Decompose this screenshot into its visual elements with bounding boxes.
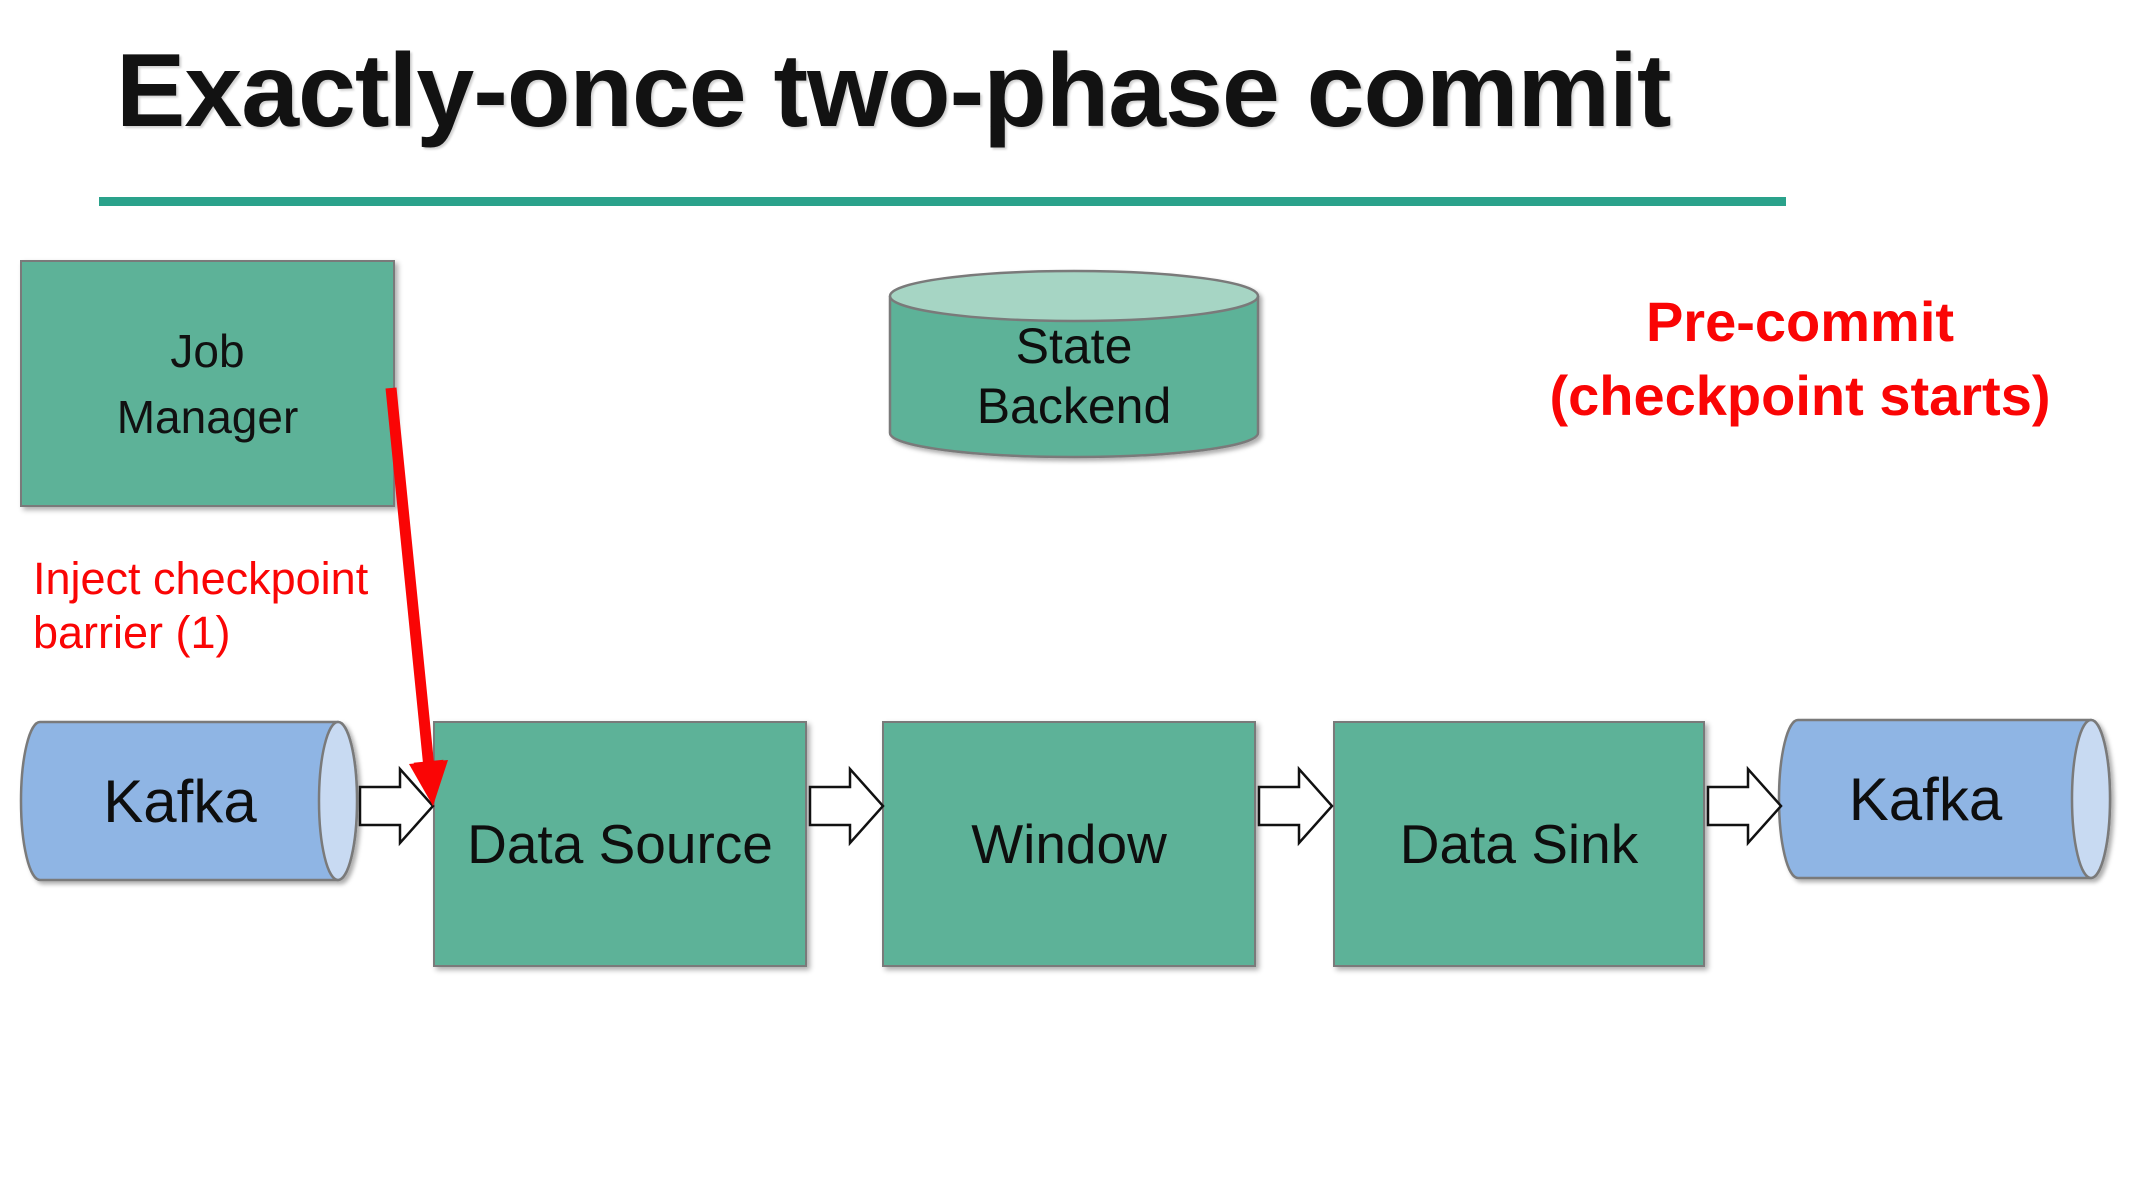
inject-annotation-line2: barrier (1) — [33, 607, 231, 658]
state-backend-label-line1: State — [1015, 318, 1133, 374]
job-manager-label: Job Manager — [117, 318, 299, 450]
slide-title: Exactly-once two-phase commit — [116, 33, 1672, 149]
data-source-label: Data Source — [467, 813, 773, 875]
job-manager-node: Job Manager — [20, 260, 395, 507]
data-source-node: Data Source — [433, 721, 807, 967]
inject-annotation: Inject checkpoint barrier (1) — [33, 552, 513, 660]
state-backend-label-line2: Backend — [976, 378, 1172, 434]
window-label: Window — [971, 813, 1167, 875]
job-manager-label-line2: Manager — [116, 390, 299, 443]
data-sink-label: Data Sink — [1399, 813, 1639, 875]
phase-annotation-line1: Pre-commit — [1645, 290, 1955, 353]
kafka-in-label-text: Kafka — [103, 767, 257, 835]
title-underline — [99, 197, 1786, 206]
kafka-in-label: Kafka — [21, 722, 339, 880]
kafka-out-label: Kafka — [1779, 720, 2072, 878]
window-node: Window — [882, 721, 1256, 967]
flow-arrow-icon — [808, 765, 885, 847]
phase-annotation: Pre-commit (checkpoint starts) — [1440, 285, 2146, 433]
phase-annotation-line2: (checkpoint starts) — [1549, 364, 2051, 427]
kafka-out-label-text: Kafka — [1848, 765, 2003, 833]
flow-arrow-icon — [1257, 765, 1334, 847]
state-backend-label: State Backend — [890, 296, 1258, 456]
data-sink-node: Data Sink — [1333, 721, 1705, 967]
inject-annotation-line1: Inject checkpoint — [33, 553, 369, 604]
job-manager-label-line1: Job — [170, 324, 245, 377]
flow-arrow-icon — [1706, 765, 1783, 847]
flow-arrow-icon — [358, 765, 435, 847]
